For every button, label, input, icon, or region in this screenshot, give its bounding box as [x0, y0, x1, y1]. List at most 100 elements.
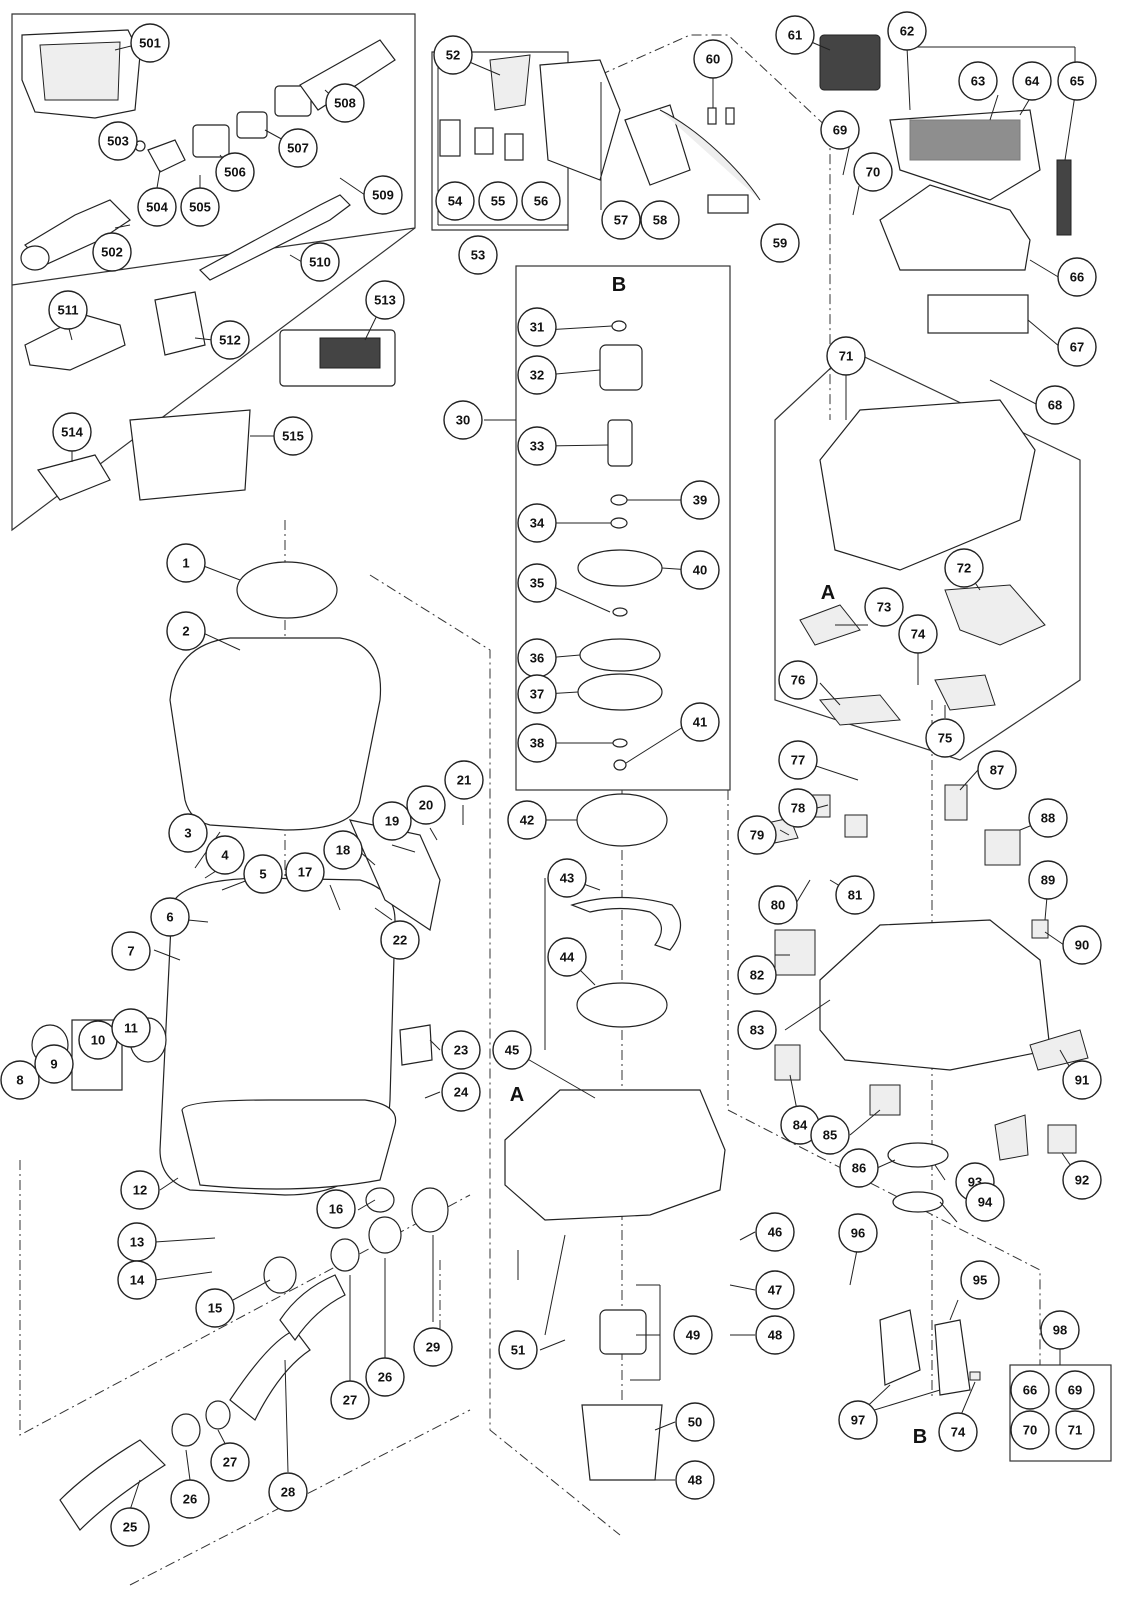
callout-c56: 56: [521, 181, 561, 221]
callout-c71: 71: [826, 336, 866, 376]
callout-c6: 6: [150, 897, 190, 937]
callout-c96: 96: [838, 1213, 878, 1253]
callout-number: 15: [208, 1301, 222, 1316]
callout-number: 3: [184, 826, 191, 841]
callout-number: 69: [833, 123, 847, 138]
callout-circle: [365, 280, 405, 320]
callout-number: 65: [1070, 74, 1084, 89]
callout-circle: [755, 1270, 795, 1310]
callout-number: 60: [706, 52, 720, 67]
callout-circle: [492, 1030, 532, 1070]
callout-c9: 9: [34, 1044, 74, 1084]
callout-number: 42: [520, 813, 534, 828]
callout-circle: [965, 1182, 1005, 1222]
callout-number: 62: [900, 24, 914, 39]
callout-number: 26: [378, 1370, 392, 1385]
callout-number: 8: [16, 1073, 23, 1088]
callout-c95: 95: [960, 1260, 1000, 1300]
callout-number: 80: [771, 898, 785, 913]
callout-c40: 40: [680, 550, 720, 590]
callout-c48a: 48: [755, 1315, 795, 1355]
callout-number: 69: [1068, 1383, 1082, 1398]
callout-circle: [273, 416, 313, 456]
callout-number: 16: [329, 1202, 343, 1217]
callout-c42: 42: [507, 800, 547, 840]
callout-c512: 512: [210, 320, 250, 360]
callout-number: 63: [971, 74, 985, 89]
callout-number: 67: [1070, 340, 1084, 355]
callout-number: 18: [336, 843, 350, 858]
callout-number: 70: [866, 165, 880, 180]
callout-c73: 73: [864, 587, 904, 627]
callout-number: 45: [505, 1043, 519, 1058]
callout-c68: 68: [1035, 385, 1075, 425]
callout-c54: 54: [435, 181, 475, 221]
callout-c44: 44: [547, 937, 587, 977]
callout-circle: [498, 1330, 538, 1370]
callout-circle: [380, 920, 420, 960]
callout-c503: 503: [98, 121, 138, 161]
callout-circle: [413, 1327, 453, 1367]
callout-number: 91: [1075, 1073, 1089, 1088]
callout-number: 26: [183, 1492, 197, 1507]
callout-number: 505: [189, 200, 211, 215]
callout-circle: [1057, 327, 1097, 367]
callout-circle: [507, 800, 547, 840]
callout-c3: 3: [168, 813, 208, 853]
callout-c21: 21: [444, 760, 484, 800]
callout-number: 56: [534, 194, 548, 209]
callout-c78: 78: [778, 788, 818, 828]
callout-c28: 28: [268, 1472, 308, 1512]
callout-c57: 57: [601, 200, 641, 240]
callout-circle: [1055, 1370, 1095, 1410]
callout-number: 37: [530, 687, 544, 702]
callout-circle: [325, 83, 365, 123]
ref-letter-a-top: A: [821, 582, 835, 604]
callout-circle: [673, 1315, 713, 1355]
callout-circle: [1028, 798, 1068, 838]
callout-c61: 61: [775, 15, 815, 55]
callout-number: 66: [1070, 270, 1084, 285]
callout-c505: 505: [180, 187, 220, 227]
callout-c509: 509: [363, 175, 403, 215]
callout-c10: 10: [78, 1020, 118, 1060]
callout-number: 30: [456, 413, 470, 428]
callout-circle: [48, 290, 88, 330]
callout-circle: [278, 128, 318, 168]
callout-c58: 58: [640, 200, 680, 240]
callout-circle: [166, 611, 206, 651]
callout-c86: 86: [839, 1148, 879, 1188]
callout-c17: 17: [285, 852, 325, 892]
callout-number: 514: [61, 425, 83, 440]
accessory-parts: [20, 29, 396, 501]
callout-number: 87: [990, 763, 1004, 778]
callout-circle: [835, 875, 875, 915]
callout-circle: [1028, 860, 1068, 900]
callout-c72: 72: [944, 548, 984, 588]
callout-circle: [838, 1400, 878, 1440]
callout-c60: 60: [693, 39, 733, 79]
callout-number: 22: [393, 933, 407, 948]
callout-c29: 29: [413, 1327, 453, 1367]
callout-circle: [150, 897, 190, 937]
callout-c76: 76: [778, 660, 818, 700]
callout-number: 20: [419, 798, 433, 813]
callout-circle: [675, 1460, 715, 1500]
callout-circle: [938, 1412, 978, 1452]
callout-circle: [330, 1380, 370, 1420]
callout-circle: [92, 232, 132, 272]
callout-circle: [168, 813, 208, 853]
callout-number: 33: [530, 439, 544, 454]
callout-number: 9: [50, 1057, 57, 1072]
callout-circle: [458, 235, 498, 275]
callout-c18: 18: [323, 830, 363, 870]
callout-c513: 513: [365, 280, 405, 320]
callout-c24: 24: [441, 1072, 481, 1112]
callout-circle: [958, 61, 998, 101]
callout-number: 86: [852, 1161, 866, 1176]
callout-c66: 66: [1057, 257, 1097, 297]
callout-k70: 70: [1010, 1410, 1050, 1450]
callout-number: 513: [374, 293, 396, 308]
callout-circle: [778, 740, 818, 780]
callout-c33: 33: [517, 426, 557, 466]
